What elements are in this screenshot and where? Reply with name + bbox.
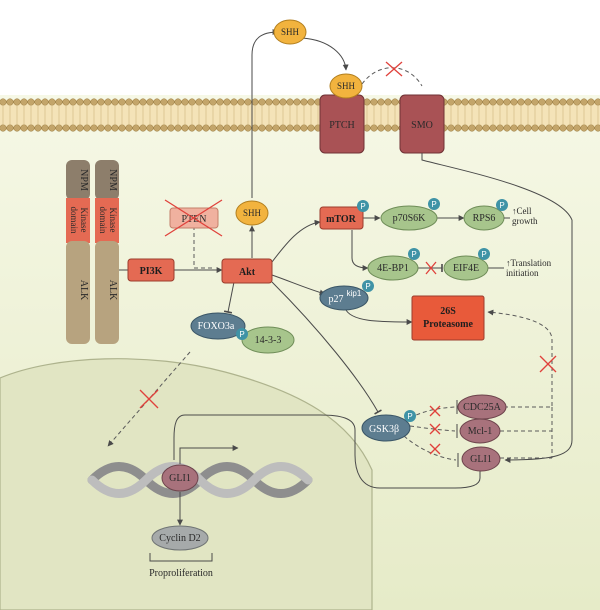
gsk3b-label: GSK3β	[369, 424, 399, 435]
gsk3b-node: GSK3β P	[361, 410, 416, 442]
pten-inhibit	[193, 226, 214, 269]
npm-alk-fusion-left: NPM Kinasedomain ALK	[66, 160, 90, 344]
p70s6k-label: p70S6K	[393, 213, 427, 224]
mcl1-label: Mcl-1	[468, 426, 492, 437]
cell-membrane	[0, 98, 600, 132]
shh-label: SHH	[337, 81, 356, 91]
akt-inhibit-foxo3a	[223, 281, 235, 314]
phospho-label: P	[431, 200, 436, 209]
kinase-domain-label: Kinasedomain	[69, 207, 89, 234]
npm-alk-fusion-right: NPM Kinasedomain ALK	[95, 160, 119, 344]
gli1-transcription-arrow	[179, 445, 239, 464]
shh-to-ptch	[301, 37, 349, 71]
4ebp1-label: 4E-BP1	[377, 263, 409, 274]
cyclin-d2-label: Cyclin D2	[159, 533, 200, 544]
shh-node-cytoplasm: SHH	[235, 200, 269, 226]
eif4e-node: EIF4E P	[443, 248, 490, 281]
gsk3b-inhibition-crosses	[429, 405, 441, 455]
shh-node-bound: SHH	[329, 73, 363, 99]
phospho-label: P	[365, 282, 370, 291]
gsk3b-inhibit-mcl1	[409, 425, 456, 432]
cdc25a-label: CDC25A	[463, 402, 502, 413]
p27-node: p27 kip1 P	[319, 280, 374, 311]
4ebp1-inhibition-cross	[425, 261, 437, 275]
gli1-nuclear-node: GLI1	[161, 464, 199, 492]
pten-label: PTEN	[182, 214, 207, 225]
proproliferation-outcome: Proproliferation	[149, 568, 213, 579]
mcl1-node: Mcl-1	[459, 418, 501, 444]
pi3k-label: PI3K	[140, 266, 163, 277]
gli1-nuclear-import	[173, 414, 481, 489]
dna-helix	[87, 462, 313, 498]
foxo3a-block-cross	[139, 389, 159, 409]
phospho-label: P	[481, 250, 486, 259]
p70s6k-node: p70S6K P	[380, 198, 440, 231]
pten-cross	[164, 199, 223, 237]
foxo3a-label: FOXO3a	[198, 321, 235, 332]
akt-inhibit-gsk3b	[271, 281, 382, 415]
4ebp1-node: 4E-BP1 P	[367, 248, 437, 281]
14-3-3-node: 14-3-3 P	[236, 326, 295, 354]
p27-label: p27	[329, 294, 344, 305]
mtor-label: mTOR	[326, 214, 357, 225]
akt-to-p27	[271, 274, 326, 296]
proteasome-inhibition-cross	[539, 355, 557, 373]
kinase-domain-label: Kinasedomain	[98, 207, 118, 234]
ptch-smo-inhibition-cross	[385, 61, 403, 77]
alk-label: ALK	[107, 280, 118, 301]
cdc25a-node: CDC25A	[457, 394, 507, 420]
cyclin-d2-node: Cyclin D2	[151, 525, 209, 551]
phospho-label: P	[411, 250, 416, 259]
shh-label: SHH	[243, 208, 262, 218]
connections	[107, 29, 573, 562]
mtor-to-4ebp1	[351, 230, 369, 271]
pi3k-node: PI3K	[127, 258, 175, 282]
gli1-label: GLI1	[169, 473, 191, 484]
gli1-label: GLI1	[470, 454, 492, 465]
ptch-label: PTCH	[329, 120, 355, 131]
rps6-label: RPS6	[473, 213, 496, 224]
shh-node-secreted: SHH	[273, 19, 307, 45]
foxo3a-node: FOXO3a	[190, 312, 246, 340]
gli1-cytoplasm-node: GLI1	[461, 446, 501, 472]
akt-label: Akt	[239, 267, 256, 278]
alk-label: ALK	[78, 280, 89, 301]
mtor-node: mTOR P	[319, 200, 369, 230]
pten-node: PTEN	[164, 199, 223, 237]
targets-to-proteasome	[487, 309, 553, 408]
phospho-label: P	[407, 412, 412, 421]
eif4e-label: EIF4E	[453, 263, 479, 274]
smo-label: SMO	[411, 120, 433, 131]
p27-to-proteasome	[344, 307, 413, 325]
phospho-label: P	[239, 330, 244, 339]
npm-label: NPM	[78, 169, 89, 191]
smo-to-gli1	[421, 153, 573, 463]
proproliferation-label: Proproliferation	[149, 568, 213, 579]
phospho-label: P	[360, 202, 365, 211]
phospho-label: P	[499, 201, 504, 210]
gsk3b-inhibit-gli1	[403, 435, 457, 461]
proproliferation-bracket	[149, 553, 213, 562]
14-3-3-label: 14-3-3	[255, 335, 282, 346]
gsk3b-inhibit-cdc25a	[409, 406, 456, 419]
rps6-node: RPS6 P	[463, 199, 508, 231]
ptch-receptor: PTCH	[319, 94, 365, 154]
smo-receptor: SMO	[399, 94, 445, 154]
p27-superscript: kip1	[347, 289, 362, 298]
shh-label: SHH	[281, 27, 300, 37]
npm-label: NPM	[107, 169, 118, 191]
akt-to-mtor	[271, 219, 321, 263]
akt-node: Akt	[221, 258, 273, 284]
